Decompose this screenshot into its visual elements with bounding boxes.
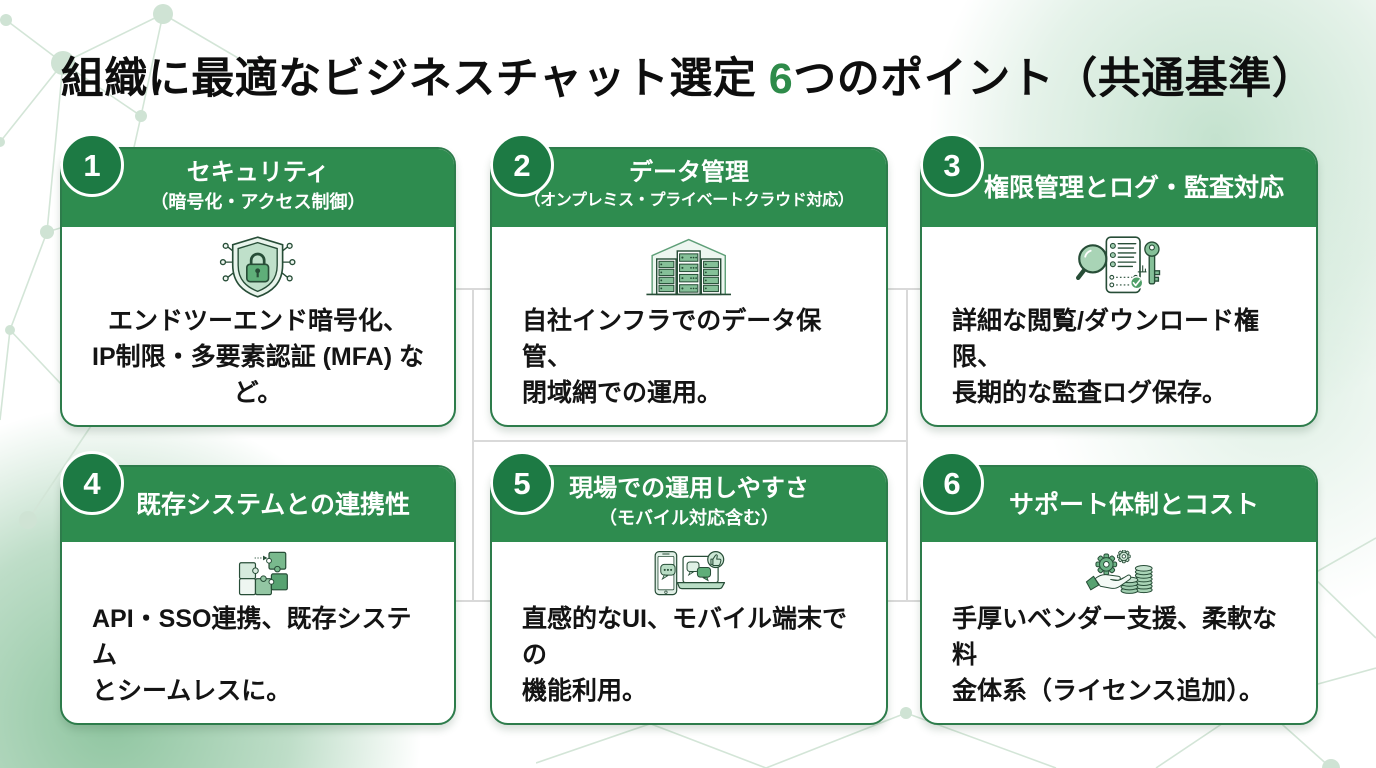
connector-line [472,288,474,602]
card-description: 手厚いベンダー支援、柔軟な料 金体系（ライセンス追加）。 [922,601,1316,723]
card-number-badge: 4 [60,451,124,515]
page-title: 組織に最適なビジネスチャット選定 6つのポイント（共通基準） [0,44,1376,106]
connector-line [456,600,490,602]
card-header: 現場での運用しやすさ （モバイル対応含む） [492,467,886,542]
card-frame: 現場での運用しやすさ （モバイル対応含む） [490,465,888,725]
description-line: 直感的なUI、モバイル端末での [522,605,848,669]
mobile-laptop-chat-icon [492,542,886,601]
card-title: データ管理 [629,159,749,186]
shield-lock-icon [62,227,454,303]
card-header: データ管理 （オンプレミス・プライベートクラウド対応） [492,149,886,227]
card-number: 1 [83,147,101,183]
description-line: IP制限・多要素認証 (MFA) など。 [92,343,424,407]
card-frame: サポート体制とコスト [920,465,1318,725]
card-number: 5 [513,465,531,501]
card-frame: データ管理 （オンプレミス・プライベートクラウド対応） [490,147,888,427]
connector-line [472,440,908,442]
card-number: 6 [943,465,961,501]
card-body: エンドツーエンド暗号化、 IP制限・多要素認証 (MFA) など。 [62,227,454,425]
card-number-badge: 6 [920,451,984,515]
description-line: 閉域網での運用。 [522,379,723,407]
card-subtitle: （オンプレミス・プライベートクラウド対応） [524,191,854,209]
card-body: 自社インフラでのデータ保管、 閉域網での運用。 [492,227,886,425]
card-description: 詳細な閲覧/ダウンロード権限、 長期的な監査ログ保存。 [922,303,1316,425]
card-frame: セキュリティ （暗号化・アクセス制御） [60,147,456,427]
description-line: 自社インフラでのデータ保管、 [522,307,822,371]
data-center-icon [492,227,886,303]
card-title: 権限管理とログ・監査対応 [983,174,1284,202]
card-number: 4 [83,465,101,501]
card-title: 既存システムとの連携性 [135,490,410,519]
card-title: セキュリティ [186,159,330,186]
card-subtitle: （モバイル対応含む） [599,507,779,528]
card-number-badge: 1 [60,133,124,197]
card-body: 手厚いベンダー支援、柔軟な料 金体系（ライセンス追加）。 [922,542,1316,723]
description-line: エンドツーエンド暗号化、 [107,307,408,335]
card-usability: 5 現場での運用しやすさ （モバイル対応含む） [490,451,888,725]
card-title: 現場での運用しやすさ [569,475,809,502]
card-description: 自社インフラでのデータ保管、 閉域網での運用。 [492,303,886,425]
title-prefix: 組織に最適なビジネスチャット選定 [60,55,769,103]
description-line: 詳細な閲覧/ダウンロード権限、 [952,307,1259,371]
card-security: 1 セキュリティ （暗号化・アクセス制御） [60,133,456,427]
puzzle-integration-icon [62,542,454,601]
card-frame: 権限管理とログ・監査対応 [920,147,1318,427]
title-suffix: つのポイント（共通基準） [793,55,1316,103]
card-description: API・SSO連携、既存システム とシームレスに。 [62,601,454,723]
support-cost-icon [922,542,1316,601]
title-highlight-number: 6 [768,55,794,103]
card-description: 直感的なUI、モバイル端末での 機能利用。 [492,601,886,723]
card-data-management: 2 データ管理 （オンプレミス・プライベートクラウド対応） [490,133,888,427]
card-body: API・SSO連携、既存システム とシームレスに。 [62,542,454,723]
audit-log-key-icon [922,227,1316,303]
description-line: API・SSO連携、既存システム [92,605,412,669]
card-title: サポート体制とコスト [1008,490,1259,519]
card-integration: 4 既存システムとの連携性 [60,451,456,725]
card-number-badge: 5 [490,451,554,515]
connector-line [888,288,920,290]
connector-line [906,288,908,602]
description-line: 機能利用。 [522,677,648,705]
description-line: 長期的な監査ログ保存。 [952,379,1228,407]
card-subtitle: （暗号化・アクセス制御） [150,191,366,212]
connector-line [888,600,920,602]
card-body: 詳細な閲覧/ダウンロード権限、 長期的な監査ログ保存。 [922,227,1316,425]
description-line: 金体系（ライセンス追加）。 [952,677,1265,705]
card-support-cost: 6 サポート体制とコスト [920,451,1318,725]
card-number-badge: 3 [920,133,984,197]
card-body: 直感的なUI、モバイル端末での 機能利用。 [492,542,886,723]
card-number: 3 [943,147,961,183]
description-line: 手厚いベンダー支援、柔軟な料 [952,605,1278,669]
card-permissions-audit: 3 権限管理とログ・監査対応 [920,133,1318,427]
card-number: 2 [513,147,531,183]
card-number-badge: 2 [490,133,554,197]
card-frame: 既存システムとの連携性 [60,465,456,725]
description-line: とシームレスに。 [92,677,292,705]
card-description: エンドツーエンド暗号化、 IP制限・多要素認証 (MFA) など。 [62,303,454,425]
